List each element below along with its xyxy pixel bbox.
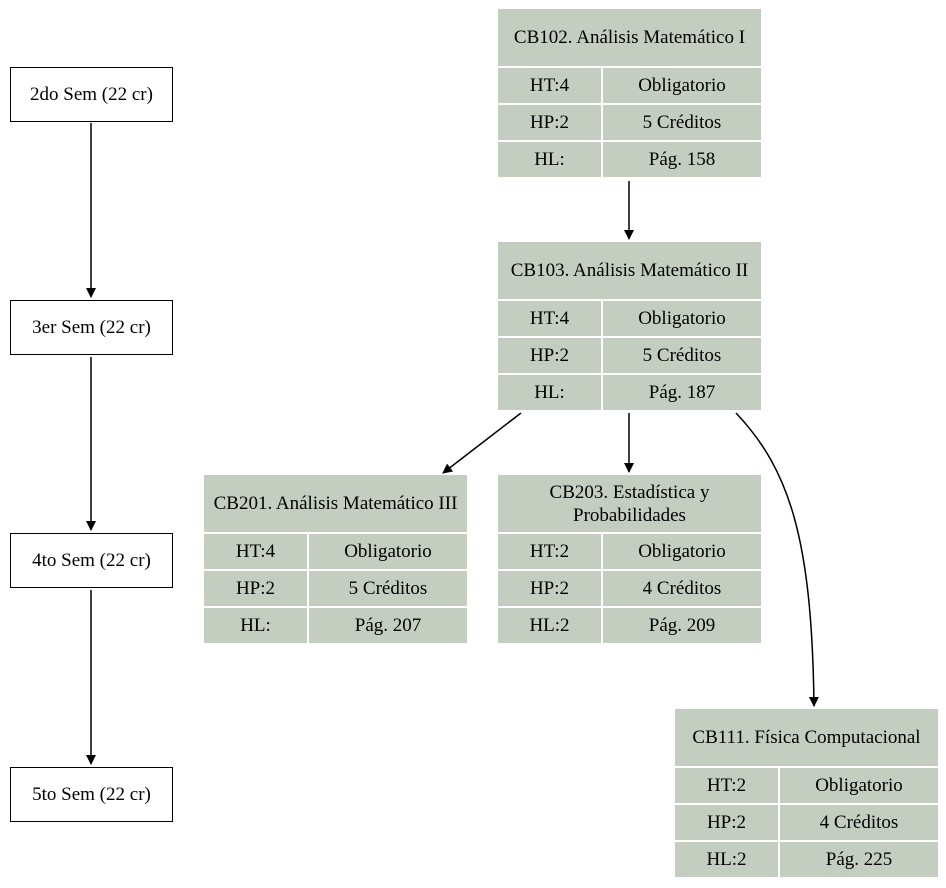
course-type: Obligatorio [603, 534, 761, 569]
theory-hours: HT:4 [204, 534, 307, 569]
edge-cb103-cb111 [735, 412, 819, 707]
lab-hours: HL: [204, 608, 307, 643]
course-page: Pág. 207 [309, 608, 467, 643]
course-page: Pág. 158 [603, 142, 761, 177]
course-page: Pág. 209 [603, 608, 761, 643]
semester-label: 2do Sem (22 cr) [30, 83, 153, 105]
theory-hours: HT:4 [498, 301, 601, 336]
course-type: Obligatorio [603, 68, 761, 103]
course-title: CB203. Estadística y Probabilidades [498, 475, 761, 532]
practice-hours: HP:2 [498, 571, 601, 606]
course-type: Obligatorio [780, 768, 938, 803]
lab-hours: HL:2 [675, 842, 778, 877]
lab-hours: HL: [498, 142, 601, 177]
course-title: CB111. Física Computacional [675, 709, 938, 766]
course-credits: 5 Créditos [603, 338, 761, 373]
practice-hours: HP:2 [204, 571, 307, 606]
lab-hours: HL: [498, 375, 601, 410]
semester-node-3er: 3er Sem (22 cr) [10, 300, 173, 355]
practice-hours: HP:2 [498, 338, 601, 373]
semester-label: 4to Sem (22 cr) [32, 549, 151, 571]
course-title: CB201. Análisis Matemático III [204, 475, 467, 532]
course-page: Pág. 225 [780, 842, 938, 877]
semester-node-5to: 5to Sem (22 cr) [10, 767, 173, 822]
practice-hours: HP:2 [498, 105, 601, 140]
lab-hours: HL:2 [498, 608, 601, 643]
edge-cb103-cb201 [442, 412, 522, 474]
semester-node-2do: 2do Sem (22 cr) [10, 67, 173, 122]
course-title: CB102. Análisis Matemático I [498, 9, 761, 66]
practice-hours: HP:2 [675, 805, 778, 840]
course-node-cb203: CB203. Estadística y Probabilidades HT:2… [498, 475, 761, 643]
theory-hours: HT:4 [498, 68, 601, 103]
semester-node-4to: 4to Sem (22 cr) [10, 533, 173, 588]
semester-label: 5to Sem (22 cr) [32, 783, 151, 805]
course-credits: 5 Créditos [603, 105, 761, 140]
semester-label: 3er Sem (22 cr) [32, 316, 151, 338]
course-credits: 5 Créditos [309, 571, 467, 606]
course-type: Obligatorio [603, 301, 761, 336]
theory-hours: HT:2 [675, 768, 778, 803]
course-page: Pág. 187 [603, 375, 761, 410]
course-credits: 4 Créditos [603, 571, 761, 606]
course-type: Obligatorio [309, 534, 467, 569]
theory-hours: HT:2 [498, 534, 601, 569]
course-title: CB103. Análisis Matemático II [498, 242, 761, 299]
course-credits: 4 Créditos [780, 805, 938, 840]
